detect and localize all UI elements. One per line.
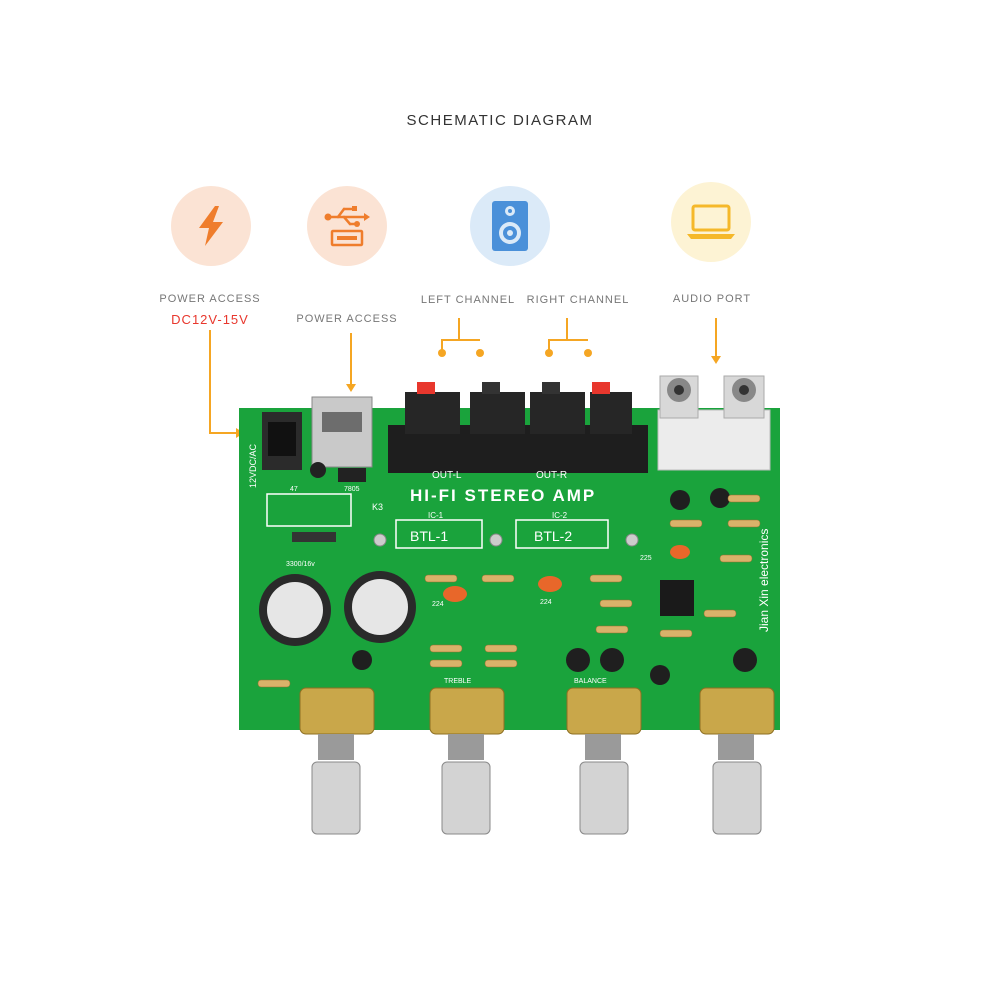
rca-audio-jacks xyxy=(657,409,771,471)
filter-capacitors xyxy=(259,571,416,646)
speaker-icon xyxy=(492,201,528,251)
potentiometers xyxy=(299,687,775,835)
code3-label: 225 xyxy=(640,555,652,562)
power-icon-circle xyxy=(171,186,251,266)
ic2-label: IC-2 xyxy=(552,511,568,520)
out-r-label: OUT-R xyxy=(536,470,567,481)
out-l-label: OUT-L xyxy=(432,470,462,481)
laptop-icon-circle xyxy=(671,182,751,262)
cap-value-label: 3300/16v xyxy=(286,561,315,568)
usb-icon xyxy=(324,206,370,247)
power-access-dc-label: POWER ACCESS xyxy=(159,293,261,305)
callout-lines xyxy=(209,318,717,434)
ic1-label: IC-1 xyxy=(428,511,444,520)
cap-small-label: 47 xyxy=(290,486,298,493)
page-title: SCHEMATIC DIAGRAM xyxy=(406,112,594,129)
right-channel-label: RIGHT CHANNEL xyxy=(526,294,630,306)
power-access-usb-label: POWER ACCESS xyxy=(296,313,398,325)
left-channel-label: LEFT CHANNEL xyxy=(420,294,516,306)
treble-label: TREBLE xyxy=(444,678,472,685)
audio-port-label: AUDIO PORT xyxy=(672,293,752,305)
speaker-icon-circle xyxy=(470,186,550,266)
k3-label: K3 xyxy=(372,502,383,512)
power-side-label: 12VDC/AC xyxy=(248,443,258,488)
code2-label: 224 xyxy=(540,599,552,606)
laptop-icon xyxy=(687,204,735,239)
regulator-label: 7805 xyxy=(344,486,360,493)
btl1-label: BTL-1 xyxy=(410,528,448,544)
code1-label: 224 xyxy=(432,601,444,608)
btl2-label: BTL-2 xyxy=(534,528,572,544)
vendor-side-label: Jian Xin electronics xyxy=(757,529,771,632)
balance-label: BALANCE xyxy=(574,678,607,685)
ic-chip xyxy=(660,580,694,616)
lightning-bolt-icon xyxy=(199,206,223,246)
usb-icon-circle xyxy=(307,186,387,266)
power-voltage-label: DC12V-15V xyxy=(171,312,249,327)
board-title: HI-FI STEREO AMP xyxy=(410,486,596,505)
